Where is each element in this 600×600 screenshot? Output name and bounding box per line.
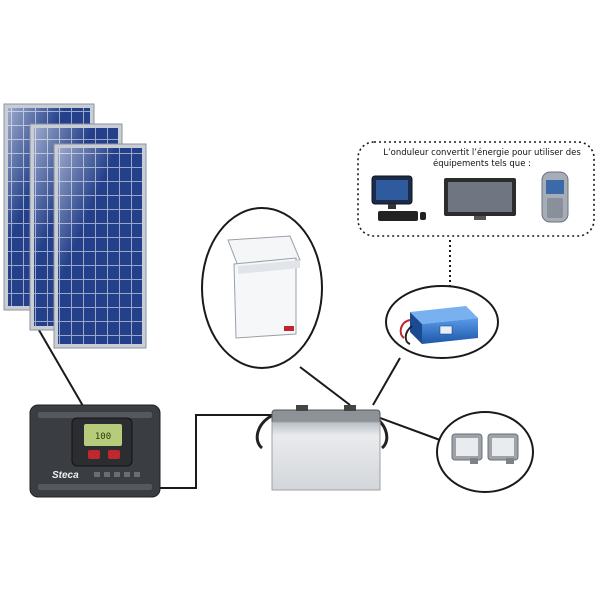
inverter-callout (385, 285, 499, 359)
lamps-callout (436, 411, 534, 493)
wiring (35, 324, 441, 489)
inverter-note-line1: L’onduleur convertit l’énergie pour util… (383, 148, 581, 158)
wire-freezer-to-battery (299, 366, 351, 406)
battery-icon (255, 405, 389, 491)
inverter-note-line2: équipements tels que : (433, 159, 531, 169)
chest-freezer-icon (227, 235, 301, 339)
controller-brand: Steca (52, 470, 79, 481)
freezer-callout (201, 207, 323, 369)
floodlight-icon (451, 433, 519, 464)
tv-icon (444, 178, 516, 220)
wire-inverter-to-battery (372, 357, 401, 406)
mobile-phone-icon (541, 171, 569, 223)
controller-button-right (108, 450, 120, 459)
computer-icon (371, 175, 426, 221)
appliances-box (357, 141, 595, 237)
wire-battery-to-lamps (379, 417, 441, 441)
inverter-note: L’onduleur convertit l’énergie pour util… (372, 148, 592, 170)
solar-panel-front (53, 143, 147, 349)
solar-panel-icon (3, 103, 147, 349)
wire-controller-to-battery (152, 414, 292, 489)
controller-button-left (88, 450, 100, 459)
controller-screen (84, 424, 122, 446)
inverter-icon (399, 306, 478, 345)
wire-panels-to-controller (35, 324, 91, 419)
controller-screen-readout: 100 (95, 432, 111, 442)
charge-controller-icon: 100 Steca (29, 404, 161, 498)
